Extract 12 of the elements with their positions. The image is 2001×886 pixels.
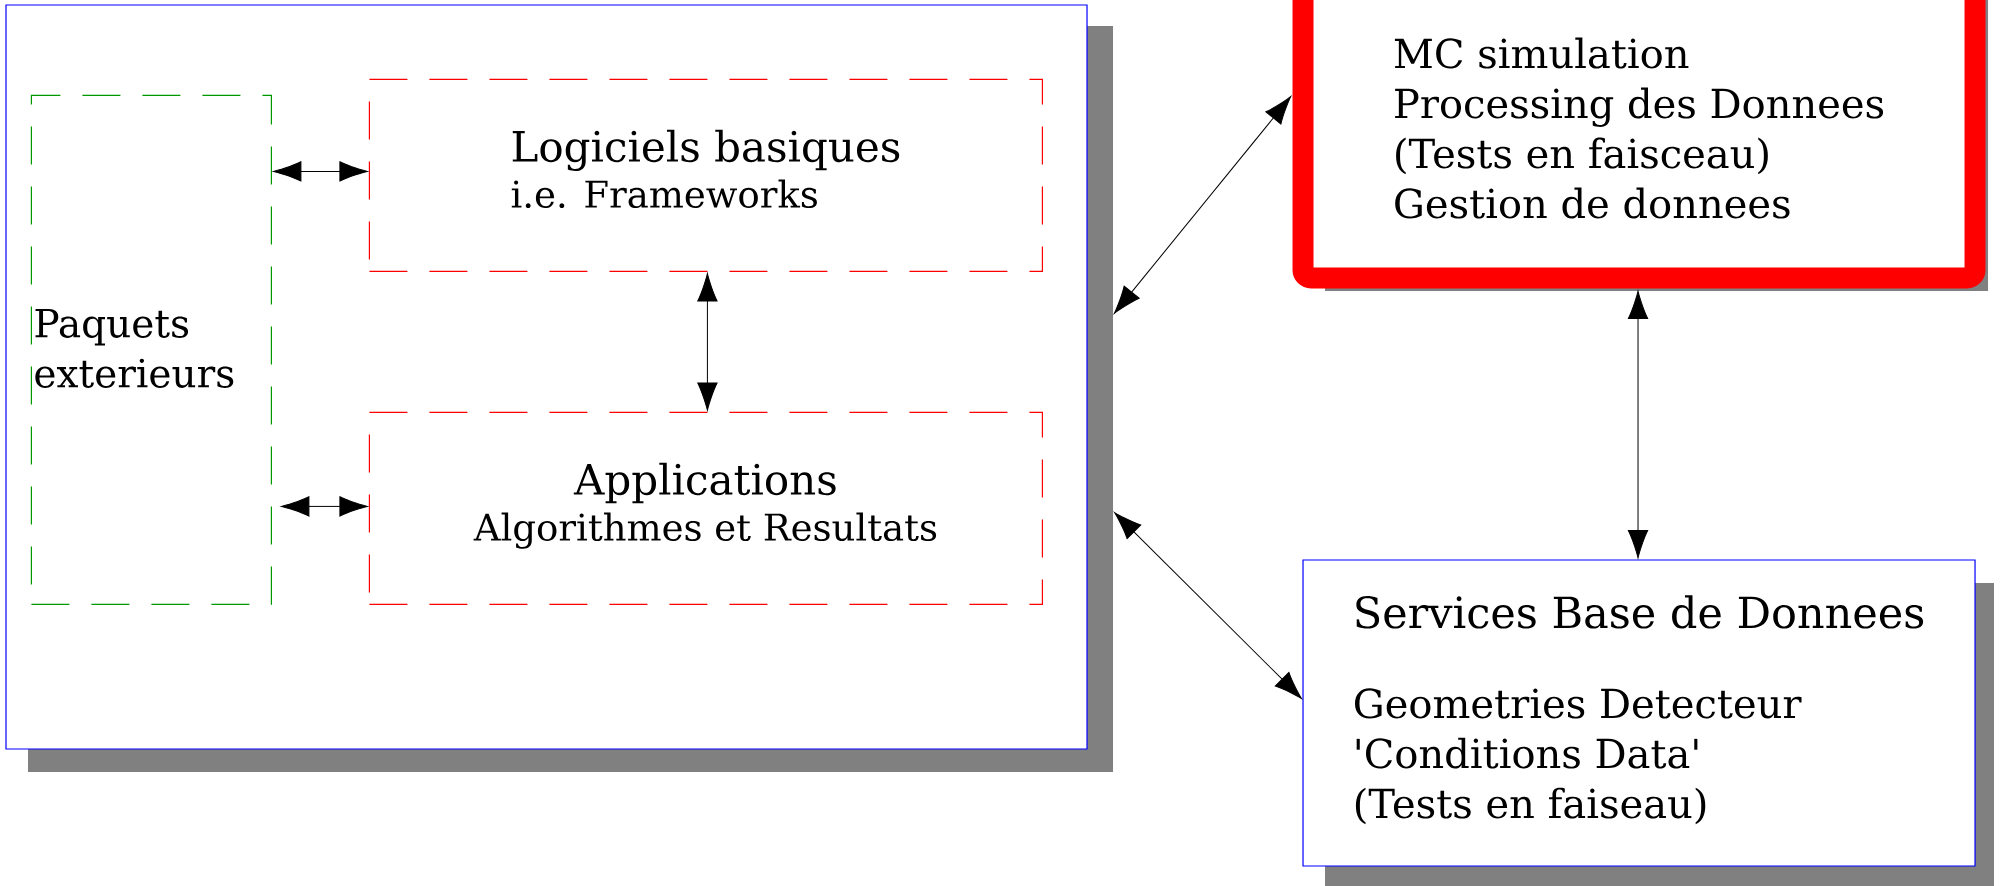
system-box	[5, 4, 1088, 750]
module-box: Applications Algorithmes et Resultats	[368, 411, 1043, 605]
process-box: MC simulation Processing des Donnees (Tests en faisceau) Gestion de donnees	[1292, 0, 1986, 289]
database-box: Services Base de Donnees Geometries Detecteur 'Conditions Data' (Tests en faiseau)	[1302, 559, 1976, 867]
arrow	[1113, 96, 1292, 314]
package-box: Paquets exterieurs	[30, 94, 272, 605]
arrow	[281, 496, 368, 517]
arrow	[1114, 512, 1302, 699]
arrow	[697, 273, 718, 411]
module-box: Logiciels basiques i.e. Frameworks	[368, 78, 1043, 272]
arrow	[273, 161, 368, 182]
arrow	[1627, 290, 1649, 559]
